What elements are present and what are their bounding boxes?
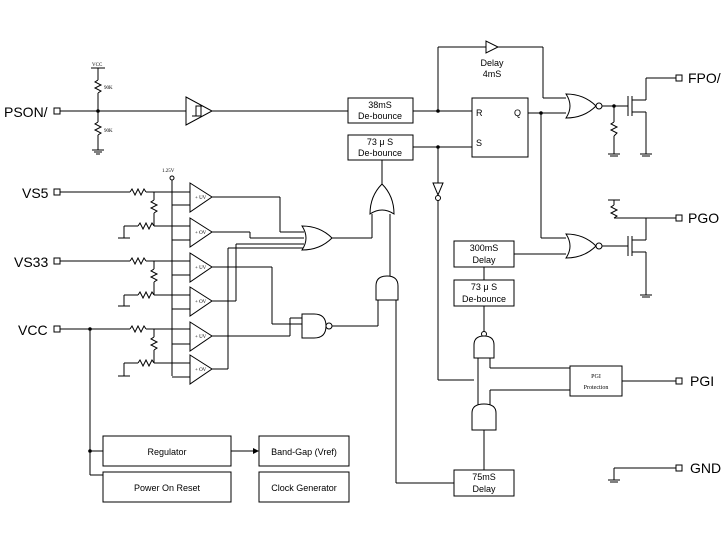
pin-label-pson: PSON/ (4, 104, 48, 120)
comparator-vs5-ov (189, 217, 213, 248)
pin-vs5[interactable] (53, 188, 61, 196)
pin-label-vs33: VS33 (14, 254, 48, 270)
svg-text:38mS: 38mS (368, 100, 392, 110)
schmitt-buffer (185, 96, 214, 126)
svg-text:Power On Reset: Power On Reset (134, 483, 201, 493)
svg-text:Delay: Delay (472, 484, 496, 494)
pin-pson[interactable] (53, 107, 61, 115)
svg-text:73 μ S: 73 μ S (471, 282, 497, 292)
svg-text:R: R (476, 108, 483, 118)
pin-vcc[interactable] (53, 325, 61, 333)
svg-text:+ UV: + UV (195, 196, 207, 201)
pin-pgo[interactable] (675, 214, 683, 222)
pin-label-fpo: FPO/ (688, 70, 721, 86)
and-gate-pgi-a (473, 335, 495, 359)
nand-gate-uv (301, 313, 327, 339)
svg-text:S: S (476, 138, 482, 148)
pin-label-vcc: VCC (18, 322, 48, 338)
svg-text:90K: 90K (104, 129, 113, 134)
pin-label-vs5: VS5 (22, 185, 49, 201)
svg-text:73 μ S: 73 μ S (367, 137, 393, 147)
svg-text:Band-Gap (Vref): Band-Gap (Vref) (271, 447, 337, 457)
power-on-reset-block (102, 471, 232, 503)
svg-text:300mS: 300mS (470, 243, 499, 253)
sr-flip-flop (471, 97, 529, 158)
comparator-vs5-uv (189, 182, 213, 213)
utility-blocks: Regulator Band-Gap (Vref) Power On Reset… (102, 435, 350, 503)
regulator-block (102, 435, 232, 467)
nor-gate-pgo (565, 233, 597, 259)
comparator-vcc-ov (189, 354, 213, 385)
pgi-protection (569, 365, 623, 397)
or-gate-ov (301, 225, 333, 251)
pin-pgi[interactable] (675, 377, 683, 385)
svg-text:Clock Generator: Clock Generator (271, 483, 337, 493)
resistor-top (93, 79, 103, 94)
or-gate-combine (369, 183, 395, 215)
comparator-vcc-uv (189, 321, 213, 352)
svg-text:De-bounce: De-bounce (358, 148, 402, 158)
svg-text:PGI: PGI (591, 374, 601, 380)
svg-text:Protection: Protection (584, 385, 609, 391)
svg-text:Regulator: Regulator (147, 447, 186, 457)
pin-label-pgi: PGI (690, 373, 714, 389)
nor-gate-fpo (565, 93, 597, 119)
pson-input-section: PSON/ VCC 90K 90K (4, 63, 348, 155)
svg-text:Delay: Delay (480, 58, 504, 68)
and-gate-pgi-b (471, 403, 497, 431)
svg-text:Q: Q (514, 108, 521, 118)
svg-text:75mS: 75mS (472, 472, 496, 482)
svg-text:+ UV: + UV (195, 266, 207, 271)
svg-text:+ UV: + UV (195, 335, 207, 340)
delay-300ms (453, 240, 515, 268)
debounce-73us-b (453, 279, 515, 307)
and-gate-combine (375, 275, 399, 301)
vcc-top-label: VCC (92, 63, 103, 68)
svg-text:90K: 90K (104, 86, 113, 91)
pin-vs33[interactable] (53, 257, 61, 265)
comparator-vs33-ov (189, 286, 213, 317)
pin-fpo[interactable] (675, 74, 683, 82)
top-logic: 38mS De-bounce Delay 4mS 73 μ S De-bounc… (347, 40, 721, 497)
svg-text:+ OV: + OV (195, 231, 207, 236)
delay-4ms-buffer (485, 40, 500, 54)
bandgap-block (258, 435, 350, 467)
pin-gnd[interactable] (675, 464, 683, 472)
resistor-bottom (93, 121, 103, 136)
svg-text:+ OV: + OV (195, 368, 207, 373)
voltage-monitor-section: VS5 VS33 VCC (14, 160, 399, 476)
svg-text:4mS: 4mS (483, 69, 502, 79)
svg-text:De-bounce: De-bounce (358, 111, 402, 121)
svg-text:1.25V: 1.25V (162, 169, 175, 174)
pin-label-pgo: PGO (688, 210, 719, 226)
delay-75ms (453, 469, 515, 497)
inverter-down (432, 182, 444, 197)
svg-text:Delay: Delay (472, 255, 496, 265)
pin-label-gnd: GND (690, 460, 721, 476)
svg-text:De-bounce: De-bounce (462, 294, 506, 304)
clock-generator-block (258, 471, 350, 503)
svg-text:+ OV: + OV (195, 300, 207, 305)
comparator-vs33-uv (189, 252, 213, 283)
